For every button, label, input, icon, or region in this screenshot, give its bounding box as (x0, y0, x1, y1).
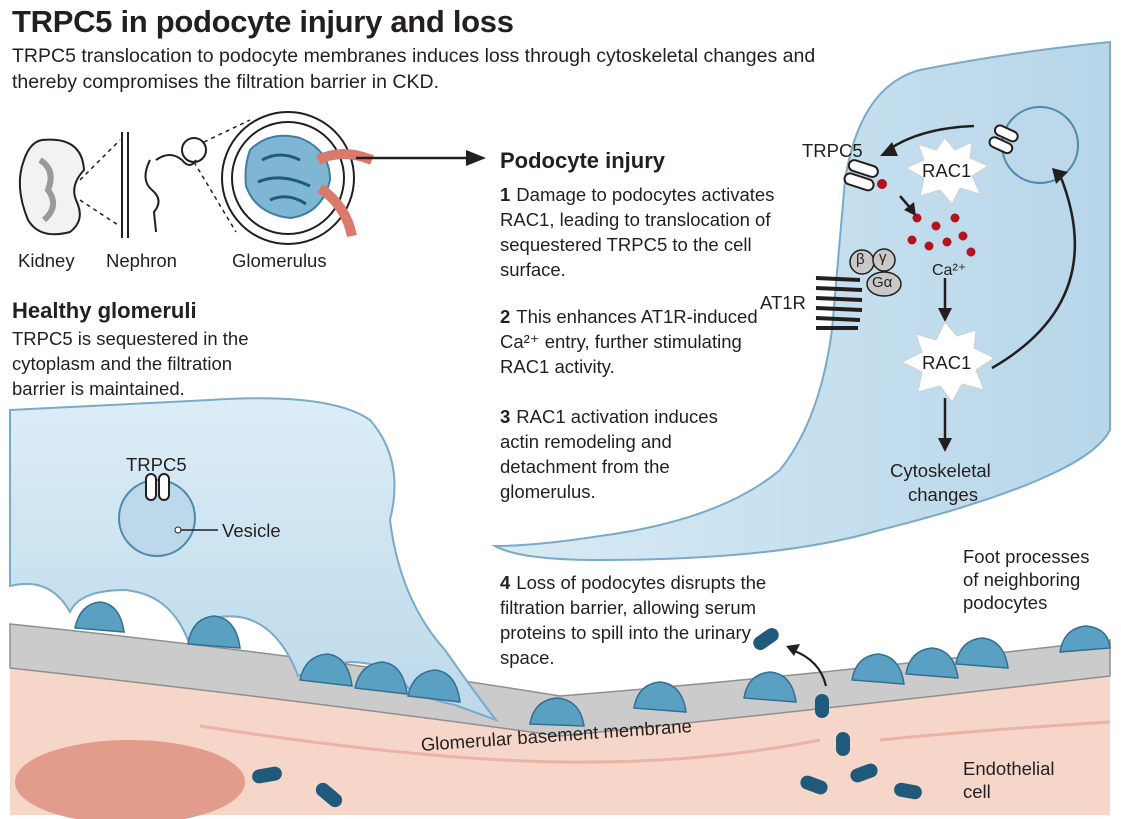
foot-label-1: Foot processes (963, 546, 1090, 567)
cytoskeletal-label: Cytoskeletal (890, 460, 991, 481)
trpc5-healthy-label: TRPC5 (126, 454, 187, 475)
kidney-label: Kidney (18, 250, 75, 271)
nephron-label: Nephron (106, 250, 177, 271)
translocation-arrow (887, 124, 975, 152)
trpc5-injured-label: TRPC5 (802, 140, 863, 161)
page-subtitle: TRPC5 translocation to podocyte membrane… (12, 45, 816, 93)
trpc5-channel-vesicle-icon (988, 124, 1019, 155)
galpha-label: Gα (872, 274, 893, 291)
endothelial-label-2: cell (963, 781, 991, 802)
endothelial-fold (879, 720, 1111, 742)
beta-label: β (856, 251, 865, 268)
glomerulus-label: Glomerulus (232, 250, 327, 271)
rac1-top-label: RAC1 (922, 160, 972, 181)
feedback-arrow (991, 174, 1077, 370)
gamma-label: γ (879, 249, 887, 266)
rac1-bottom-label: RAC1 (922, 352, 972, 373)
protein-leak-arrow (791, 648, 828, 687)
foot-processes-neighbors (529, 625, 1111, 727)
vesicle-injured (1001, 106, 1079, 184)
kidney-icon (18, 138, 86, 236)
rac1-star-bottom (900, 321, 995, 403)
foot-label-3: podocytes (963, 592, 1048, 613)
endothelial-label-1: Endothelial (963, 758, 1055, 779)
trpc5-membrane-icon (843, 159, 879, 192)
nephron-icon (121, 132, 207, 238)
trpc5-channel-icon (145, 473, 170, 501)
at1r-label: AT1R (760, 292, 806, 313)
foot-label-2: of neighboring (963, 569, 1081, 590)
step-number: 3 (500, 406, 511, 427)
healthy-heading: Healthy glomeruli (12, 298, 197, 323)
step-number: 1 (500, 184, 511, 205)
step-number: 4 (500, 572, 511, 593)
calcium-ions (907, 213, 976, 257)
step-text: Loss of podocytes disrupts the filtratio… (500, 572, 767, 668)
serum-proteins (252, 627, 922, 808)
red-blood-cell (15, 740, 245, 819)
ca-label: Ca²⁺ (932, 262, 967, 279)
endothelium (10, 668, 1110, 815)
step-number: 2 (500, 306, 511, 327)
step-text: This enhances AT1R-induced Ca²⁺ entry, f… (500, 306, 758, 377)
at1r-receptor-icon (815, 276, 863, 330)
g-protein-icon (849, 248, 902, 297)
foot-processes-healthy (74, 601, 461, 703)
healthy-text: TRPC5 is sequestered in the cytoplasm an… (12, 328, 249, 399)
rac1-star-top (904, 137, 990, 205)
changes-label: changes (908, 484, 978, 505)
vesicle-label: Vesicle (222, 520, 281, 541)
step-text: RAC1 activation induces actin remodeling… (500, 406, 718, 502)
step-text: Damage to podocytes activates RAC1, lead… (500, 184, 775, 280)
injury-heading: Podocyte injury (500, 148, 666, 173)
page-title: TRPC5 in podocyte injury and loss (12, 4, 514, 39)
glomerulus-icon (221, 111, 374, 245)
endothelial-fold (199, 724, 821, 764)
